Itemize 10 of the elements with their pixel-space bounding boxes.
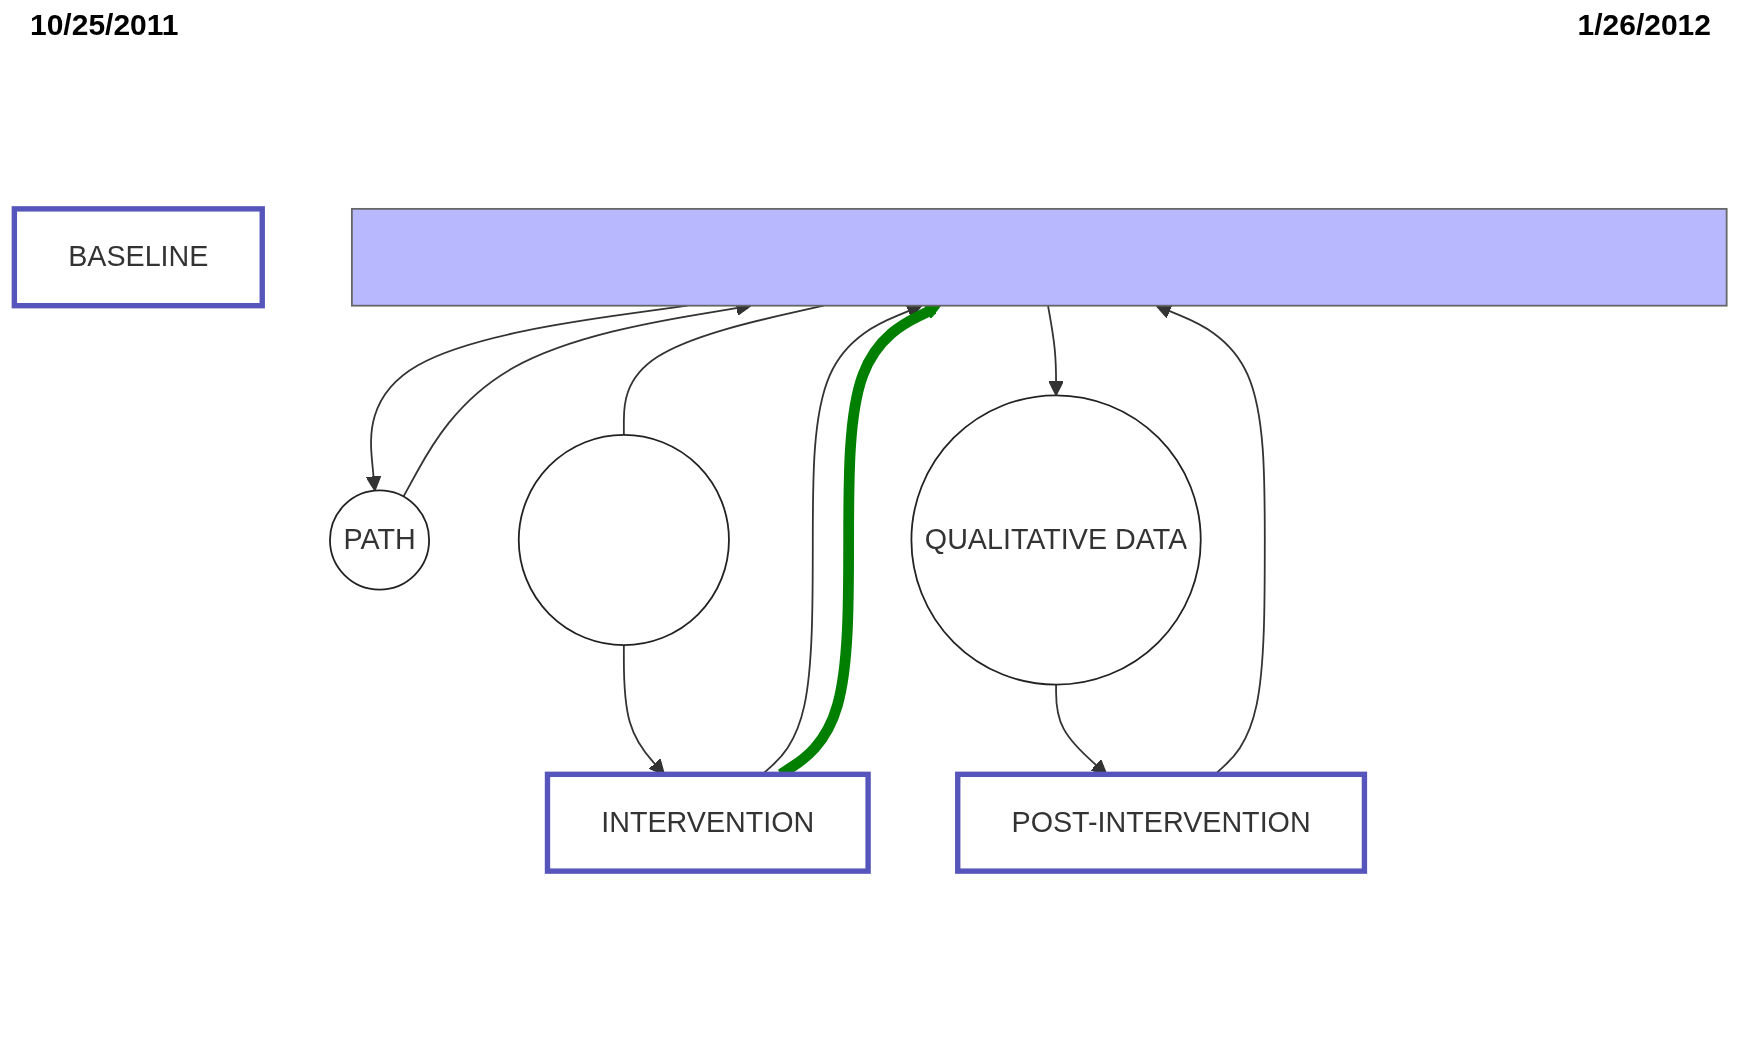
date-label: 1/26/2012 xyxy=(1577,8,1711,42)
node-box: BASELINE xyxy=(11,206,265,309)
node-circle: QUALITATIVE DATA xyxy=(910,394,1202,686)
node-box: INTERVENTION xyxy=(544,771,871,874)
node-circle xyxy=(517,434,730,646)
node-box: POST-INTERVENTION xyxy=(955,771,1368,874)
date-label: 10/25/2011 xyxy=(30,8,179,42)
arrow xyxy=(1047,304,1064,397)
node-circle: PATH xyxy=(329,489,430,591)
node-bar xyxy=(351,207,1728,307)
